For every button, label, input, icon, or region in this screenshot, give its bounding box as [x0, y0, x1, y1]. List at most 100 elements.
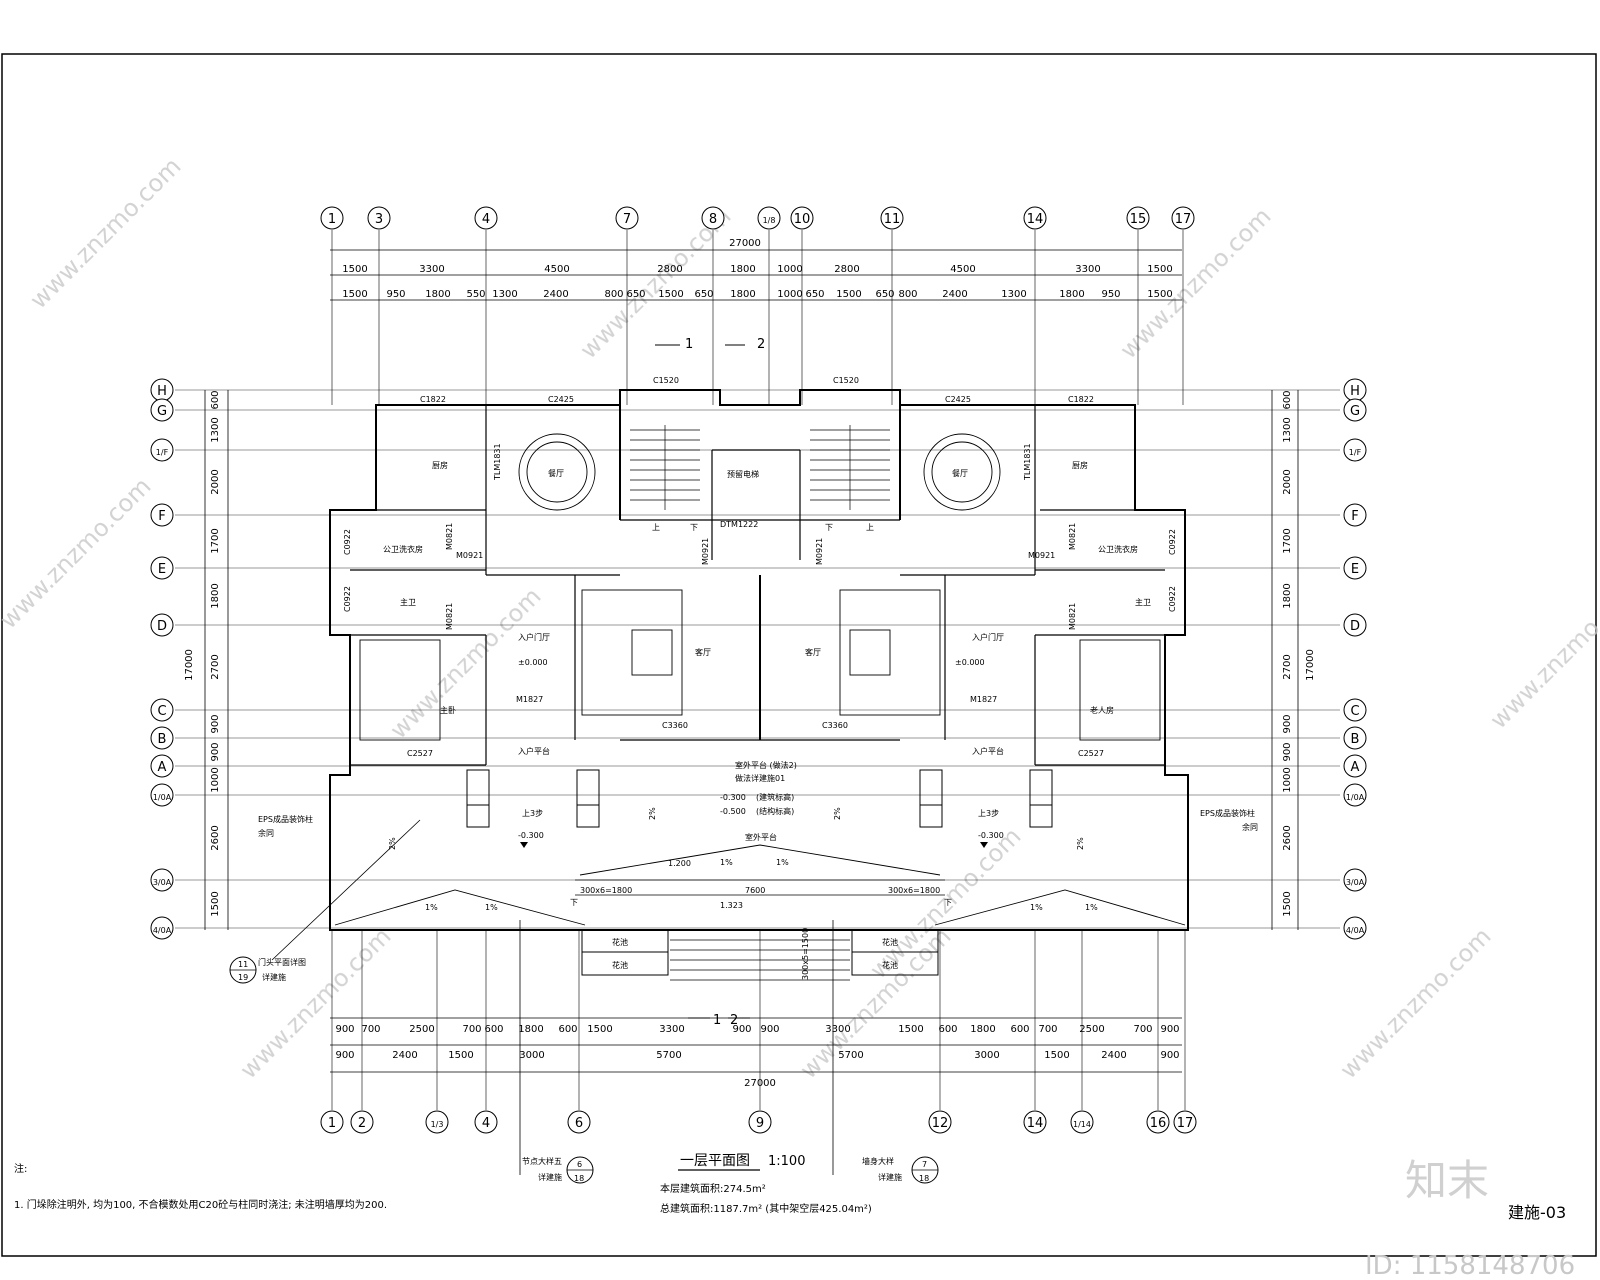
node-callout-title: 节点大样五: [522, 1156, 562, 1166]
left-axis-bubble: 1/0A: [150, 783, 174, 807]
bottom-axis-bubble: 2: [350, 1110, 374, 1134]
left-dim: 900: [210, 714, 221, 733]
bottom-dim-row1: 3300: [825, 1024, 850, 1035]
left-axis-bubble-label: F: [158, 509, 165, 524]
bottom-dim-row2: 5700: [838, 1050, 863, 1061]
left-axis-bubble: C: [150, 698, 174, 722]
bottom-dim-row1: 600: [938, 1024, 957, 1035]
left-axis-bubble: G: [150, 398, 174, 422]
top-axis-bubble-label: 17: [1175, 212, 1192, 227]
top-dim-row2: 650: [805, 289, 824, 300]
left-axis-bubble: 4/0A: [150, 916, 174, 940]
bottom-axis-bubble-label: 14: [1027, 1116, 1044, 1131]
outdoor-platform-ref: 室外平台 (做法2): [735, 760, 797, 770]
brand-logo: 知末: [1405, 1156, 1489, 1205]
top-dim-row1: 1500: [1147, 264, 1172, 275]
left-dim: 2600: [210, 825, 221, 850]
down-canopy-right: 下: [944, 898, 952, 907]
bottom-axis-bubble-label: 4: [482, 1116, 490, 1131]
room-elevator: 预留电梯: [727, 469, 759, 479]
top-dim-row1: 1800: [730, 264, 755, 275]
bottom-axis-bubble-label: 1: [328, 1116, 336, 1131]
right-dim: 1000: [1282, 767, 1293, 792]
sheet-frame: [1, 53, 1597, 1257]
window-c2425-left: C2425: [548, 395, 574, 404]
bottom-dim-row1: 700: [462, 1024, 481, 1035]
top-dim-row1: 4500: [544, 264, 569, 275]
dining-table-left: [518, 433, 596, 511]
left-axis-bubble: 3/0A: [150, 868, 174, 892]
slope-9: 2%: [833, 807, 842, 820]
top-dim-row2: 800: [604, 289, 623, 300]
bottom-axis-bubble-label: 16: [1150, 1116, 1167, 1131]
right-dim: 2700: [1282, 654, 1293, 679]
level-m030-left: -0.300: [518, 831, 544, 840]
stair-dim-3: 300x6=1800: [888, 886, 940, 895]
left-dim: 1700: [210, 528, 221, 553]
top-dim-row2: 650: [875, 289, 894, 300]
left-axis-bubble-label: 1/F: [156, 448, 169, 457]
left-dim: 600: [210, 390, 221, 409]
left-axis-bubble: D: [150, 613, 174, 637]
door-callout-ref: 19: [238, 973, 248, 982]
top-dim-row1: 3300: [419, 264, 444, 275]
left-axis-bubble: B: [150, 726, 174, 750]
node-callout-ref: 18: [574, 1174, 584, 1183]
level-m030-right: -0.300: [978, 831, 1004, 840]
bottom-dim-row1: 600: [484, 1024, 503, 1035]
left-axis-bubble-label: D: [157, 619, 167, 634]
bottom-total-dimension: 27000: [744, 1078, 776, 1089]
level-m050-center: -0.500: [720, 807, 746, 816]
floor-area: 本层建筑面积:274.5m²: [660, 1182, 766, 1195]
bottom-axis-bubble-label: 2: [358, 1116, 366, 1131]
bottom-axis-bubble: 4: [474, 1110, 498, 1134]
bottom-dim-row1: 900: [732, 1024, 751, 1035]
left-axis-bubble-label: H: [157, 384, 167, 399]
right-axis-bubble-label: 4/0A: [1346, 926, 1365, 935]
left-dim: 1000: [210, 767, 221, 792]
eps-left: EPS成品装饰柱: [258, 814, 313, 824]
left-axis-bubble-label: C: [157, 704, 166, 719]
level-triangle-right: [980, 842, 988, 848]
right-axis-bubble: A: [1343, 754, 1367, 778]
door-dtm1222: DTM1222: [720, 520, 758, 529]
bottom-dim-row1: 3300: [659, 1024, 684, 1035]
window-c2527-left: C2527: [407, 749, 433, 758]
bottom-dim-row2: 900: [335, 1050, 354, 1061]
entry-platform-left: 入户平台: [518, 746, 550, 756]
top-dim-row1: 3300: [1075, 264, 1100, 275]
top-axis-bubble-label: 15: [1130, 212, 1147, 227]
level-triangle-left: [520, 842, 528, 848]
top-axis-bubble-label: 7: [623, 212, 631, 227]
room-mbath-left: 主卫: [400, 597, 416, 607]
slope-10: 2%: [1076, 837, 1085, 850]
left-axis-bubble-label: 4/0A: [153, 926, 172, 935]
room-labels: 厨房 厨房 餐厅 餐厅 客厅 客厅 入户门厅 入户门厅 主卧 老人房 公卫洗衣房…: [258, 460, 1258, 970]
side-dimension-lines: [204, 390, 1299, 930]
top-dim-row2: 1800: [730, 289, 755, 300]
left-axis-bubble: A: [150, 754, 174, 778]
down-left: 下: [690, 523, 698, 532]
left-axis-bubble: E: [150, 556, 174, 580]
bottom-dim-row2: 5700: [656, 1050, 681, 1061]
window-c2425-right: C2425: [945, 395, 971, 404]
door-m1827-right: M1827: [970, 695, 997, 704]
slope-6: 1%: [1085, 903, 1098, 912]
top-axis-bubble-label: 8: [709, 212, 717, 227]
right-dimension-text: 6001300200017001800270090090010002600150…: [1282, 390, 1293, 916]
right-axis-bubble-label: H: [1350, 384, 1360, 399]
total-area: 总建筑面积:1187.7m² (其中架空层425.04m²): [660, 1202, 872, 1215]
right-dim: 600: [1282, 390, 1293, 409]
right-axis-bubble: C: [1343, 698, 1367, 722]
planters: [581, 929, 939, 976]
left-dim: 1500: [210, 891, 221, 916]
left-dim: 1800: [210, 583, 221, 608]
door-m0921-2: M0921: [701, 538, 710, 565]
left-axis-bubble-label: 3/0A: [153, 878, 172, 887]
bottom-dim-row1: 700: [1038, 1024, 1057, 1035]
door-tlm1831-right: TLM1831: [1023, 443, 1032, 481]
struct-height: (结构标高): [756, 806, 794, 816]
bottom-dim-row2: 900: [1160, 1050, 1179, 1061]
level-m030-center: -0.300: [720, 793, 746, 802]
